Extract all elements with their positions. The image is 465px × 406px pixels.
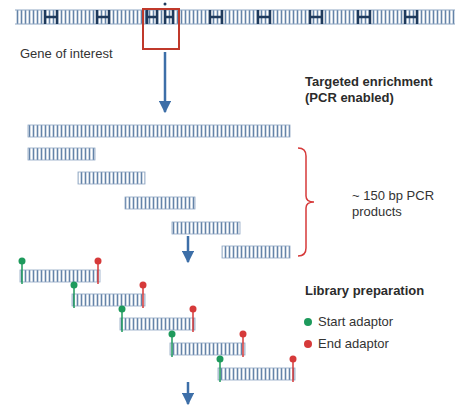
gene-dot [164,3,167,6]
end-adaptor [290,356,297,363]
genome-strand [15,10,455,24]
start-adaptor [71,282,78,289]
legend-entry: Start adaptor [304,314,393,330]
start-adaptor [169,331,176,338]
step-label: Library preparation [305,283,455,299]
gene-marks [45,10,417,24]
end-adaptor [95,258,102,265]
legend-entry: End adaptor [304,336,389,352]
start-adaptor [217,356,224,363]
start-adaptor-dots [19,258,224,363]
library-fragment [72,294,145,306]
flow-arrow [187,236,190,262]
legend-swatch [304,340,312,348]
start-adaptor [19,258,26,265]
gene-label: Gene of interest [20,46,180,62]
pcr-product [222,246,290,258]
legend-swatch [304,318,312,326]
end-adaptor [240,331,247,338]
step-label: Targeted enrichment (PCR enabled) [305,74,455,106]
end-adaptor [190,306,197,313]
library-fragment [218,368,295,380]
start-adaptor [119,306,126,313]
strand-edge [15,10,455,11]
legend-text: Start adaptor [318,314,393,330]
legend-text: End adaptor [318,336,389,352]
pcr-product [28,148,95,160]
end-adaptor-stick [98,262,293,382]
pcr-product [78,172,145,184]
library-fragment [20,270,100,282]
end-adaptor [140,282,147,289]
gene-highlight-box [143,9,179,49]
target-strand [28,125,290,137]
flow-arrow [187,382,190,404]
bracket [298,148,314,256]
library-fragment [120,318,195,330]
strand-edge [15,24,455,25]
end-adaptor-dots [95,258,297,363]
pcr-product [172,222,240,234]
pcr-product [125,197,195,209]
start-adaptor-stick [22,262,220,382]
library-fragment [170,343,245,355]
flow-arrow [164,52,167,112]
product-label: ~ 150 bp PCR products [352,188,444,220]
